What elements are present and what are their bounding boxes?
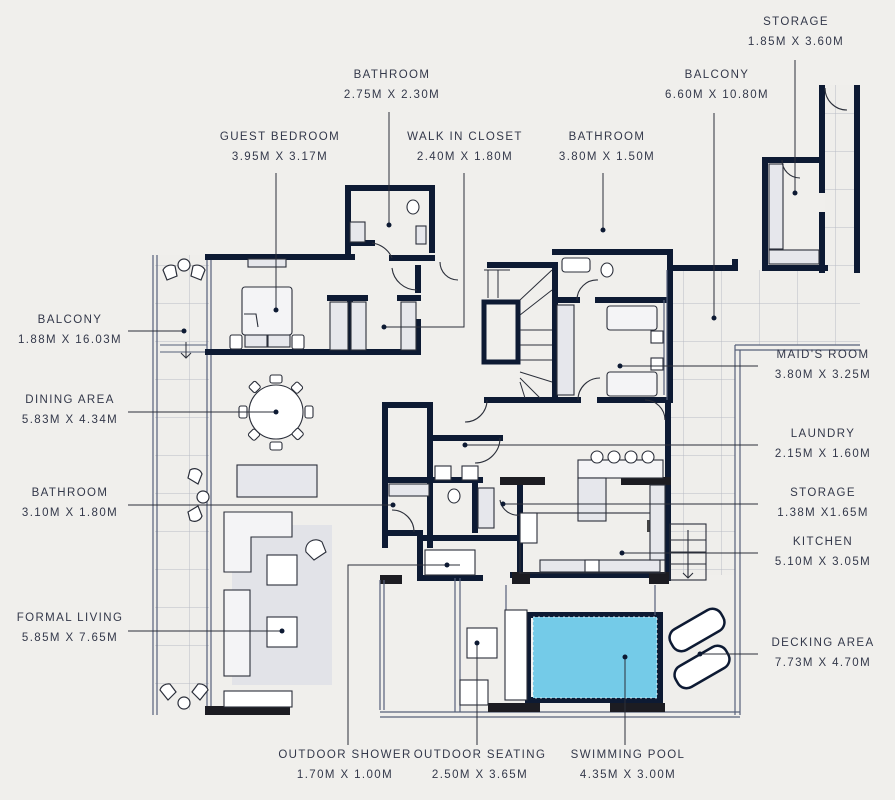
room-dimensions: 1.38M X1.65M (777, 507, 869, 519)
room-label-decking-area: DECKING AREA 7.73M X 4.70M (771, 633, 874, 673)
room-dimensions: 1.88M X 16.03M (18, 334, 122, 346)
room-label-kitchen: KITCHEN 5.10M X 3.05M (775, 532, 871, 572)
room-name: WALK IN CLOSET (407, 131, 523, 143)
room-label-outdoor-shower: OUTDOOR SHOWER 1.70M X 1.00M (278, 745, 411, 785)
leader-dots (181, 190, 798, 660)
room-dimensions: 7.73M X 4.70M (774, 657, 872, 669)
room-name: SWIMMING POOL (570, 749, 686, 761)
room-name: OUTDOOR SEATING (413, 749, 547, 761)
room-name: MAID'S ROOM (776, 349, 870, 361)
room-dimensions: 3.10M X 1.80M (21, 507, 119, 519)
room-dimensions: 3.80M X 1.50M (558, 151, 656, 163)
room-label-formal-living: FORMAL LIVING 5.85M X 7.65M (17, 608, 124, 648)
room-name: STORAGE (790, 487, 856, 499)
staircase (484, 269, 553, 399)
room-dimensions: 1.85M X 3.60M (747, 36, 845, 48)
room-dimensions: 5.85M X 7.65M (21, 632, 119, 644)
room-label-outdoor-seating: OUTDOOR SEATING 2.50M X 3.65M (414, 745, 547, 785)
swimming-pool-water (532, 616, 658, 699)
balcony-right-area (670, 85, 860, 580)
room-dimensions: 3.95M X 3.17M (231, 151, 329, 163)
lounge-chairs-bottom (159, 683, 209, 710)
room-dimensions: 1.70M X 1.00M (296, 769, 394, 781)
room-name: FORMAL LIVING (16, 612, 124, 624)
room-label-maids-room: MAID'S ROOM 3.80M X 3.25M (775, 345, 871, 385)
lounge-chairs-middle (187, 468, 210, 522)
doors (371, 87, 848, 533)
room-label-balcony-left: BALCONY 1.88M X 16.03M (18, 310, 122, 350)
balcony-left-area (152, 255, 212, 715)
room-label-dining-area: DINING AREA 5.83M X 4.34M (22, 390, 118, 430)
room-label-guest-bedroom: GUEST BEDROOM 3.95M X 3.17M (220, 127, 340, 167)
room-dimensions: 6.60M X 10.80M (665, 89, 769, 101)
room-label-bathroom-maid: BATHROOM 3.80M X 1.50M (559, 127, 655, 167)
room-name: BALCONY (37, 314, 103, 326)
room-label-bathroom-top: BATHROOM 2.75M X 2.30M (344, 65, 440, 105)
room-name: BATHROOM (31, 487, 109, 499)
room-dimensions: 2.40M X 1.80M (416, 151, 514, 163)
room-name: KITCHEN (792, 536, 854, 548)
room-name: DINING AREA (25, 394, 115, 406)
room-name: BATHROOM (353, 69, 431, 81)
room-name: DECKING AREA (771, 637, 875, 649)
room-name: LAUNDRY (790, 428, 856, 440)
room-label-laundry: LAUNDRY 2.15M X 1.60M (775, 424, 871, 464)
room-label-bathroom-left: BATHROOM 3.10M X 1.80M (22, 483, 118, 523)
room-dimensions: 5.83M X 4.34M (21, 414, 119, 426)
room-name: GUEST BEDROOM (219, 131, 341, 143)
room-dimensions: 5.10M X 3.05M (774, 556, 872, 568)
room-dimensions: 3.80M X 3.25M (774, 369, 872, 381)
room-label-storage-right: STORAGE 1.38M X1.65M (777, 483, 869, 523)
room-name: OUTDOOR SHOWER (278, 749, 412, 761)
room-name: BALCONY (684, 69, 750, 81)
room-dimensions: 2.75M X 2.30M (343, 89, 441, 101)
room-name: BATHROOM (568, 131, 646, 143)
room-label-storage-top: STORAGE 1.85M X 3.60M (748, 12, 844, 52)
room-dimensions: 2.15M X 1.60M (774, 448, 872, 460)
room-label-swimming-pool: SWIMMING POOL 4.35M X 3.00M (571, 745, 686, 785)
leader-lines (128, 60, 796, 745)
room-label-walk-in-closet: WALK IN CLOSET 2.40M X 1.80M (407, 127, 523, 167)
room-label-balcony-right: BALCONY 6.60M X 10.80M (665, 65, 769, 105)
room-dimensions: 4.35M X 3.00M (579, 769, 677, 781)
lounge-chairs-top (162, 258, 206, 281)
room-dimensions: 2.50M X 3.65M (431, 769, 529, 781)
room-name: STORAGE (763, 16, 829, 28)
